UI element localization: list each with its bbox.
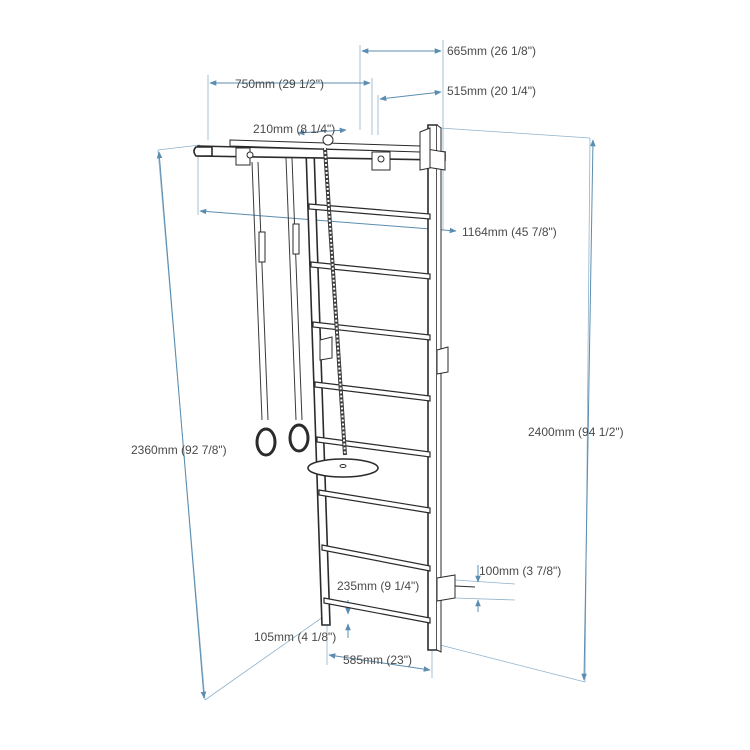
dim-label-foot-offset: 100mm (3 7/8") bbox=[479, 564, 561, 578]
rungs bbox=[308, 203, 431, 624]
pull-up-bar bbox=[193, 127, 446, 171]
dim-label-bottom-rung: 105mm (4 1/8") bbox=[254, 630, 336, 644]
rope-swing bbox=[307, 147, 379, 478]
dimension-labels: 665mm (26 1/8") 750mm (29 1/2") 515mm (2… bbox=[131, 44, 624, 667]
dim-label-wall-height: 2400mm (94 1/2") bbox=[528, 425, 624, 439]
dim-label-bar-height: 1164mm (45 7/8") bbox=[462, 225, 557, 239]
dim-label-depth-inner: 515mm (20 1/4") bbox=[447, 84, 536, 98]
dim-label-bar-offset: 210mm (8 1/4") bbox=[253, 122, 335, 136]
dim-label-depth-total: 665mm (26 1/8") bbox=[447, 44, 536, 58]
wall-bars-ladder bbox=[305, 124, 476, 653]
wall-brackets bbox=[319, 336, 476, 602]
dim-label-rung-spacing: 235mm (9 1/4") bbox=[337, 579, 419, 593]
dim-label-pullup-width: 750mm (29 1/2") bbox=[235, 77, 324, 91]
dim-label-ladder-width: 585mm (23") bbox=[343, 653, 412, 667]
dim-label-ladder-height: 2360mm (92 7/8") bbox=[131, 443, 227, 457]
dimension-lines bbox=[156, 40, 596, 699]
gymnastic-rings bbox=[251, 157, 310, 457]
